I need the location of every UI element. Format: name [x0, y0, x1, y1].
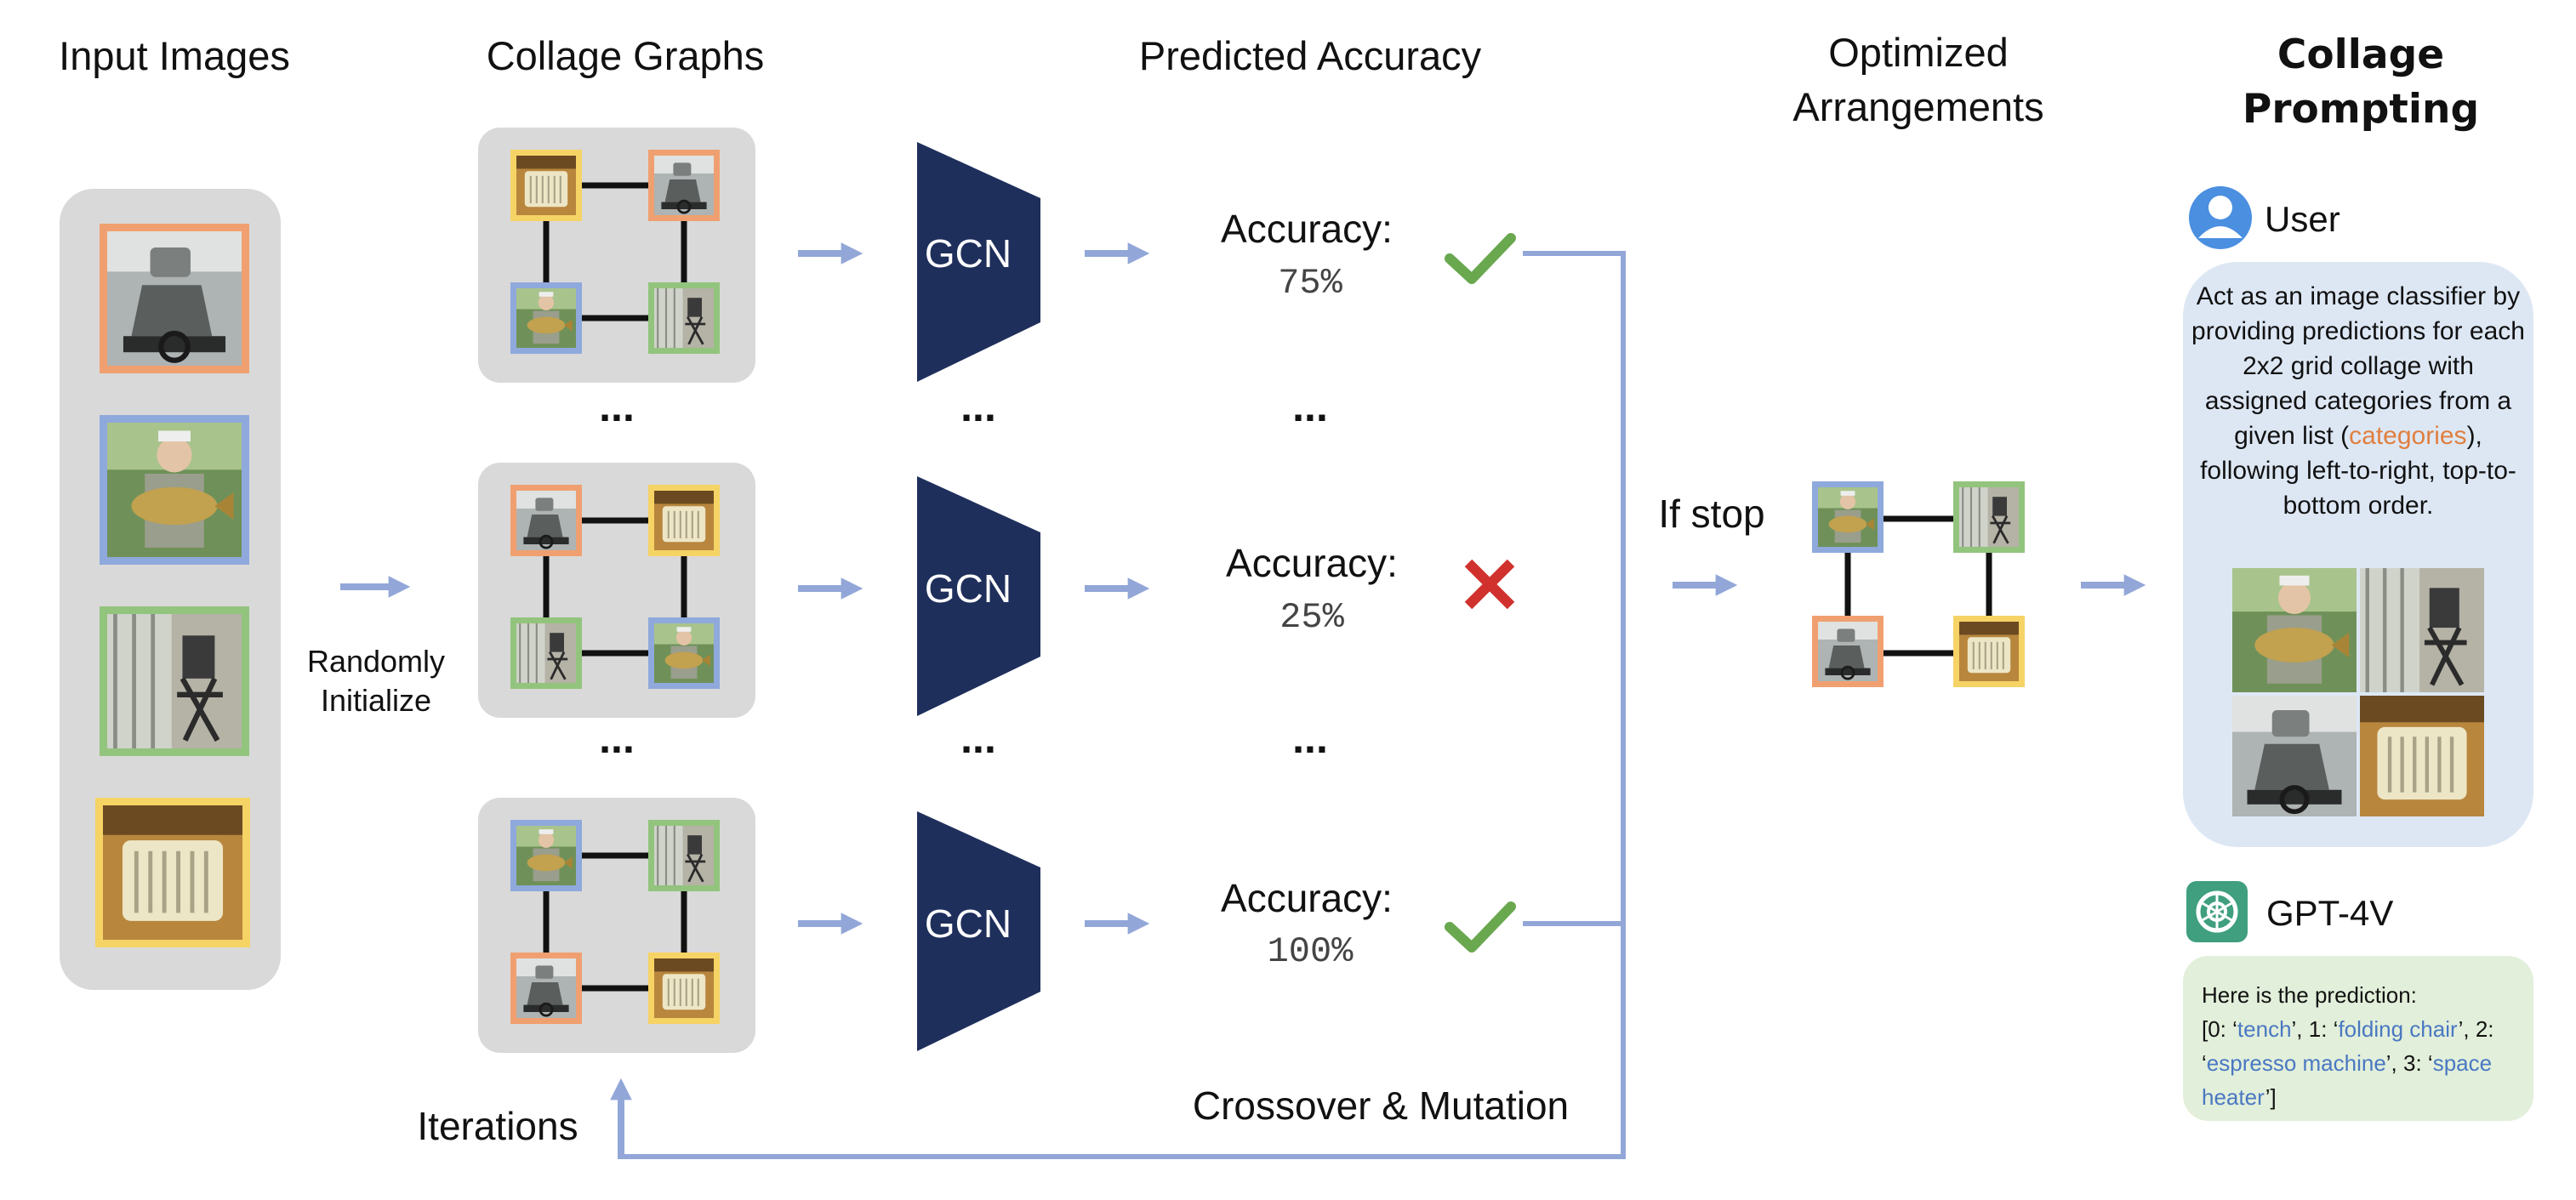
- node-heater: [648, 953, 720, 1024]
- prediction-sep: ’, 3: ‘: [2385, 1050, 2433, 1076]
- prediction-folding-chair: folding chair: [2338, 1016, 2459, 1042]
- gcn-label: GCN: [925, 231, 1012, 276]
- collage-chair: [2360, 568, 2484, 692]
- collage-espresso: [2232, 696, 2357, 816]
- initialize-label: Initialize: [321, 683, 431, 718]
- collage-graphs-title: Collage Graphs: [487, 33, 765, 78]
- prediction-end: ’]: [2265, 1084, 2277, 1110]
- crossover-feedback-line: [621, 251, 1626, 1159]
- iterations-label: Iterations: [417, 1104, 578, 1148]
- prediction-sep: ’, 2: ‘: [2202, 1016, 2494, 1076]
- collage-graph-3: [478, 798, 755, 1053]
- accuracy-value: 100%: [1268, 931, 1354, 972]
- node-heater: [1953, 616, 2025, 687]
- ellipsis: ...: [960, 714, 996, 762]
- node-chair: [1953, 481, 2025, 553]
- prediction-sep: [0: ‘: [2202, 1016, 2237, 1042]
- accuracy-value: 25%: [1279, 597, 1344, 638]
- openai-logo-icon: [2186, 881, 2248, 942]
- gpt-name: GPT-4V: [2266, 893, 2393, 933]
- collage-prompting-title-line1: Collage: [2277, 31, 2444, 78]
- optimized-title-line2: Arrangements: [1792, 84, 2043, 129]
- cross-icon: [1468, 563, 1511, 606]
- gcn-block: GCN: [917, 476, 1040, 716]
- gcn-block: GCN: [917, 811, 1040, 1051]
- prediction-space-heater: space heater: [2202, 1050, 2493, 1110]
- node-espresso: [510, 485, 582, 556]
- node-espresso: [1812, 616, 1884, 687]
- prediction-sep: ’, 1: ‘: [2291, 1016, 2339, 1042]
- node-tench: [648, 617, 720, 689]
- input-chair-image: [100, 606, 249, 756]
- accuracy-label: Accuracy:: [1221, 207, 1393, 251]
- user-name: User: [2265, 199, 2340, 239]
- prediction-intro: Here is the prediction:: [2202, 982, 2417, 1008]
- node-espresso: [648, 150, 720, 221]
- collage-heater: [2360, 696, 2484, 816]
- node-tench: [1812, 481, 1884, 553]
- accuracy-label: Accuracy:: [1221, 876, 1393, 920]
- node-tench: [510, 820, 582, 891]
- prompt-categories-highlight: categories: [2349, 422, 2467, 450]
- prediction-tench: tench: [2237, 1016, 2292, 1042]
- collage-prompting-title-line2: Prompting: [2243, 86, 2479, 133]
- check-icon: [1450, 238, 1511, 279]
- ellipsis: ...: [1292, 714, 1328, 762]
- user-header: User: [2189, 186, 2340, 249]
- gpt-prediction-bubble: [2183, 956, 2533, 1121]
- ellipsis: ...: [960, 383, 996, 430]
- prompt-text-after: ), following left-to-right, top-to-botto…: [2200, 422, 2516, 520]
- user-prompt-text: Act as an image classifier by providing …: [2188, 279, 2528, 523]
- node-tench: [510, 282, 582, 354]
- ellipsis: ...: [599, 714, 635, 762]
- accuracy-value: 75%: [1278, 263, 1342, 304]
- input-images-title: Input Images: [59, 33, 290, 78]
- check-icon: [1450, 907, 1511, 947]
- input-heater-image: [95, 798, 250, 947]
- crossover-label: Crossover & Mutation: [1193, 1083, 1569, 1128]
- node-chair: [510, 617, 582, 689]
- randomly-label: Randomly: [307, 644, 445, 679]
- optimized-arrangement-graph: [1812, 481, 2025, 687]
- accuracy-label: Accuracy:: [1226, 541, 1398, 585]
- node-chair: [648, 820, 720, 891]
- gcn-block: GCN: [917, 142, 1040, 382]
- predicted-accuracy-title: Predicted Accuracy: [1139, 33, 1482, 78]
- node-heater: [510, 150, 582, 221]
- input-tench-image: [100, 415, 249, 565]
- gpt-prediction-text: Here is the prediction: [0: ‘tench’, 1: ‘…: [2202, 978, 2559, 1114]
- gpt-header: GPT-4V: [2186, 881, 2393, 942]
- gcn-label: GCN: [925, 566, 1012, 611]
- if-stop-label: If stop: [1658, 492, 1764, 536]
- prompt-text-before: Act as an image classifier by providing …: [2191, 282, 2525, 450]
- collage-tench: [2232, 568, 2357, 692]
- optimized-title-line1: Optimized: [1828, 30, 2009, 75]
- ellipsis: ...: [599, 383, 635, 430]
- node-espresso: [510, 953, 582, 1024]
- ellipsis: ...: [1292, 383, 1328, 430]
- prediction-espresso-machine: espresso machine: [2206, 1050, 2386, 1076]
- node-heater: [648, 485, 720, 556]
- node-chair: [648, 282, 720, 354]
- input-espresso-image: [100, 224, 249, 373]
- user-icon: [2189, 186, 2252, 249]
- gcn-label: GCN: [925, 901, 1012, 946]
- collage-graph-1: [478, 128, 755, 383]
- input-images-panel: [60, 189, 281, 990]
- collage-graph-2: [478, 463, 755, 718]
